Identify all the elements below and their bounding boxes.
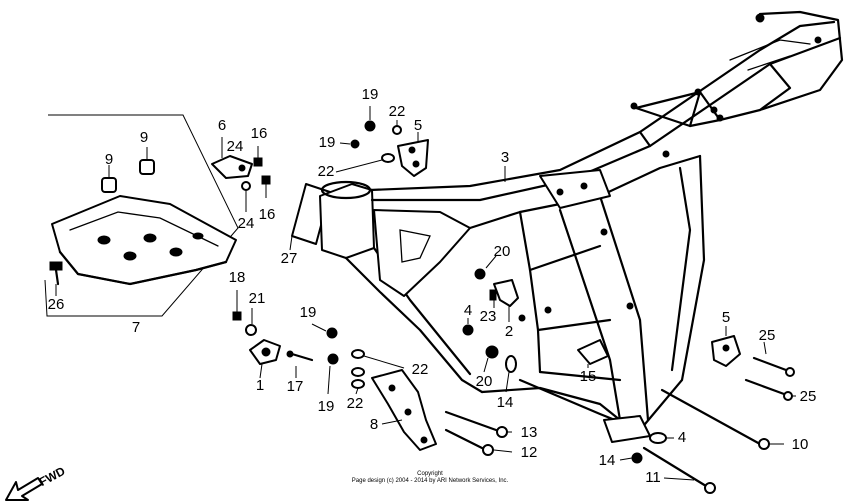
callout-18: 18	[229, 269, 246, 286]
callout-20a: 20	[494, 243, 511, 260]
fwd-arrow-icon	[5, 477, 43, 501]
callout-12: 12	[521, 444, 538, 461]
bracket-cluster	[211, 137, 271, 212]
callout-25b: 25	[800, 388, 817, 405]
callout-26: 26	[48, 296, 65, 313]
rubber-mount-9b	[139, 147, 155, 175]
fwd-indicator: FWD	[5, 464, 68, 501]
callout-7: 7	[132, 319, 140, 336]
callout-20b: 20	[476, 373, 493, 390]
motorcycle-frame	[319, 10, 844, 443]
callout-4a: 4	[464, 302, 472, 319]
callout-24b: 24	[238, 215, 255, 232]
copyright-title: Copyright	[417, 471, 443, 477]
callout-2: 2	[505, 323, 513, 340]
skid-plate-group	[44, 114, 239, 317]
callout-25a: 25	[759, 327, 776, 344]
callout-27: 27	[281, 250, 298, 267]
copyright-notice: Copyright Page design (c) 2004 - 2014 by…	[330, 471, 530, 485]
fwd-label: FWD	[37, 464, 68, 489]
callout-labels: 1 2 3 4 4 5 5 6 7 8 9 9 10 11 12 13 14 1…	[48, 86, 817, 486]
callout-24a: 24	[227, 138, 244, 155]
callout-5a: 5	[414, 117, 422, 134]
copyright-line: Page design (c) 2004 - 2014 by ARI Netwo…	[351, 478, 509, 484]
callout-22b: 22	[318, 163, 335, 180]
callout-19a: 19	[362, 86, 379, 103]
callout-15: 15	[580, 368, 597, 385]
callout-11: 11	[645, 469, 661, 486]
callout-3: 3	[501, 149, 509, 166]
front-engine-mount	[232, 290, 513, 456]
callout-17: 17	[287, 378, 304, 395]
bolt-26	[49, 261, 63, 296]
callout-1: 1	[256, 377, 264, 394]
callout-10: 10	[792, 436, 809, 453]
callout-6: 6	[218, 117, 226, 134]
callout-14b: 14	[599, 452, 616, 469]
callout-13: 13	[521, 424, 538, 441]
rubber-mount-9a	[101, 165, 117, 193]
callout-9b: 9	[140, 129, 148, 146]
callout-22c: 22	[412, 361, 429, 378]
callout-21: 21	[249, 290, 266, 307]
center-parts	[462, 255, 609, 393]
callout-9a: 9	[105, 151, 113, 168]
engine-hanger-upper	[335, 106, 429, 177]
callout-19c: 19	[300, 304, 317, 321]
callout-19d: 19	[318, 398, 335, 415]
callout-14a: 14	[497, 394, 514, 411]
callout-16b: 16	[259, 206, 276, 223]
rear-engine-mount	[619, 326, 796, 494]
callout-22a: 22	[389, 103, 406, 120]
callout-23: 23	[480, 308, 497, 325]
callout-8: 8	[370, 416, 378, 433]
callout-16a: 16	[251, 125, 268, 142]
callout-5b: 5	[722, 309, 730, 326]
callout-4b: 4	[678, 429, 686, 446]
callout-22d: 22	[347, 395, 364, 412]
callout-19b: 19	[319, 134, 336, 151]
